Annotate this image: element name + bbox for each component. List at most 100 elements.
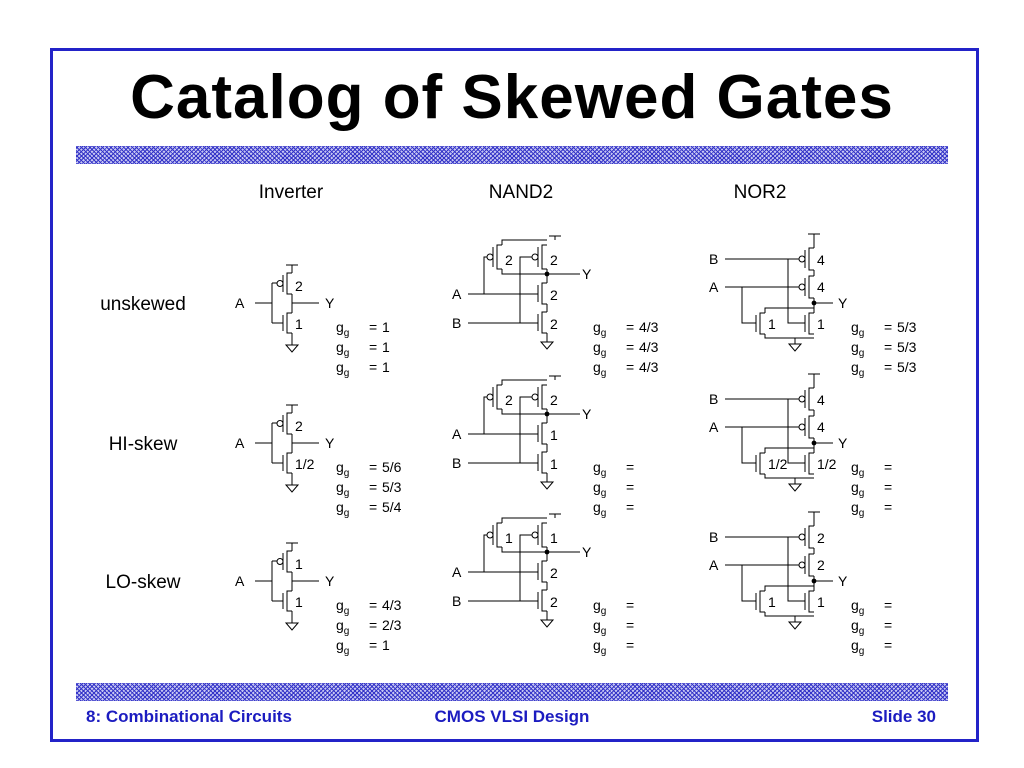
wire	[501, 517, 547, 523]
pmos-size: 2	[295, 418, 303, 434]
g-subscript: g	[344, 626, 350, 637]
g-u-value: 1	[382, 319, 390, 335]
nmos-channel	[286, 452, 292, 474]
nmos-channel	[541, 422, 547, 445]
pmos-b-size: 4	[817, 392, 825, 408]
pmos-bubble	[486, 393, 494, 401]
input-a-label: A	[452, 286, 462, 302]
pmos-bubble	[798, 561, 806, 569]
slide-frame	[50, 48, 979, 742]
pmos-bubble	[798, 533, 806, 541]
pmos-channel	[496, 522, 502, 548]
g-d-value: 5/3	[382, 479, 402, 495]
g-equals: =	[884, 339, 892, 355]
output-wire	[764, 307, 814, 313]
g-subscript: g	[601, 468, 607, 479]
g-subscript: g	[859, 348, 865, 359]
pmos-bubble	[486, 531, 494, 539]
g-subscript: g	[859, 468, 865, 479]
footer-slide-number: Slide 30	[871, 707, 936, 726]
ground-symbol	[539, 481, 555, 490]
input-b-label: B	[452, 315, 461, 331]
nmos-channel	[808, 452, 814, 475]
g-equals: =	[626, 339, 634, 355]
nmos-channel	[541, 282, 547, 305]
pmos-bubble	[531, 531, 539, 539]
g-subscript: g	[601, 646, 607, 657]
output-y-label: Y	[325, 295, 335, 311]
output-y-label: Y	[582, 544, 592, 560]
pmos-bubble	[798, 423, 806, 431]
nmos-b-size: 1/2	[817, 456, 837, 472]
output-wire	[764, 447, 814, 453]
g-subscript: g	[859, 328, 865, 339]
g-avg-value: 5/4	[382, 499, 402, 515]
input-b-wire	[519, 256, 532, 323]
g-d-label: gg	[336, 479, 349, 499]
pmos-bubble	[486, 253, 494, 261]
pmos-channel	[286, 550, 292, 573]
g-u-label: gg	[851, 459, 864, 479]
pmos-bubble	[798, 255, 806, 263]
g-subscript: g	[859, 626, 865, 637]
g-equals: =	[884, 499, 892, 515]
g-equals: =	[626, 459, 634, 475]
input-a-label: A	[235, 435, 245, 451]
pmos-channel	[541, 384, 547, 410]
g-equals: =	[626, 479, 634, 495]
input-b-label: B	[452, 455, 461, 471]
ground-symbol	[539, 341, 555, 350]
g-subscript: g	[601, 488, 607, 499]
output-y-label: Y	[325, 573, 335, 589]
g-subscript: g	[859, 368, 865, 379]
pmos-a-size: 1	[505, 530, 513, 546]
g-equals: =	[626, 597, 634, 613]
pmos-b-size: 2	[817, 530, 825, 546]
wire	[764, 474, 814, 479]
g-avg-value: 4/3	[639, 359, 659, 375]
g-u-label: gg	[336, 319, 349, 339]
pmos-channel	[808, 247, 814, 271]
g-subscript: g	[601, 508, 607, 519]
pmos-size: 2	[295, 278, 303, 294]
g-u-label: gg	[851, 319, 864, 339]
g-avg-label: gg	[593, 499, 606, 519]
input-b-wire	[787, 259, 805, 324]
output-wire	[764, 585, 814, 591]
column-header-0: Inverter	[259, 182, 324, 203]
g-avg-label: gg	[593, 359, 606, 379]
top-divider-bar	[76, 146, 948, 164]
nmos-channel	[759, 452, 765, 475]
g-u-label: gg	[593, 319, 606, 339]
g-u-label: gg	[593, 459, 606, 479]
output-wire	[501, 547, 547, 553]
g-subscript: g	[859, 488, 865, 499]
g-d-label: gg	[593, 617, 606, 637]
g-subscript: g	[344, 328, 350, 339]
g-d-value: 4/3	[639, 339, 659, 355]
input-a-label: A	[709, 557, 719, 573]
g-subscript: g	[601, 348, 607, 359]
g-subscript: g	[344, 606, 350, 617]
nmos-b-size: 1	[550, 456, 558, 472]
g-d-label: gg	[851, 479, 864, 499]
g-u-value: 5/6	[382, 459, 402, 475]
g-subscript: g	[344, 348, 350, 359]
nmos-b-size: 1	[817, 316, 825, 332]
output-y-label: Y	[582, 406, 592, 422]
input-a-label: A	[235, 295, 245, 311]
g-u-label: gg	[336, 597, 349, 617]
row-label-1: HI-skew	[109, 434, 178, 455]
g-u-value: 4/3	[382, 597, 402, 613]
nmos-b-size: 1	[817, 594, 825, 610]
nmos-a-size: 1/2	[768, 456, 788, 472]
g-d-label: gg	[593, 479, 606, 499]
g-equals: =	[369, 597, 377, 613]
g-u-value: 5/3	[897, 319, 917, 335]
